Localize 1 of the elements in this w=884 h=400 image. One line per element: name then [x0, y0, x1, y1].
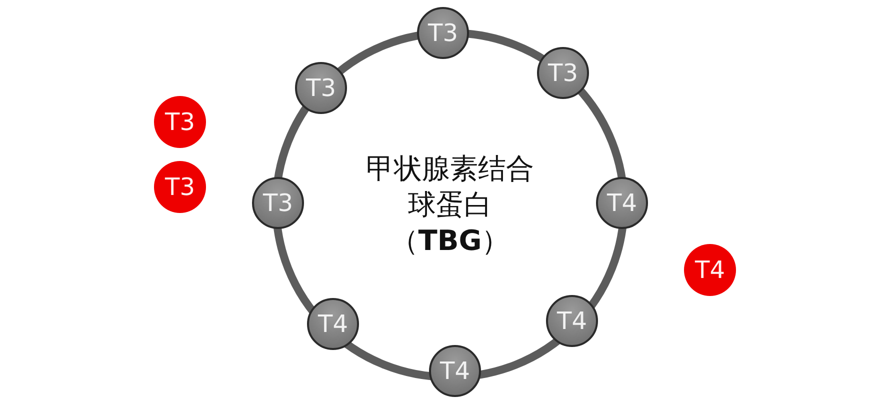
protein-label: 甲状腺素结合球蛋白（TBG） [365, 151, 535, 259]
